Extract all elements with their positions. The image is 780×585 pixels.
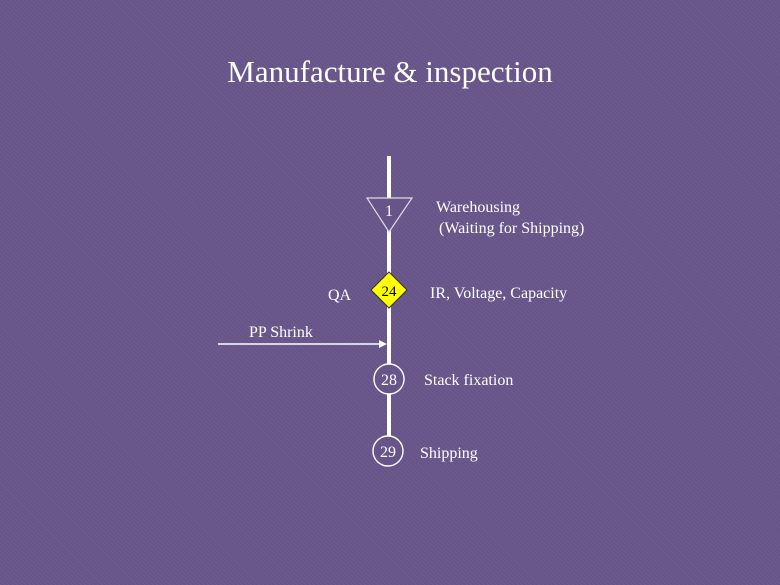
input-label: PP Shrink <box>249 324 313 341</box>
step-number: 1 <box>385 203 393 220</box>
step-label: Warehousing <box>436 199 520 216</box>
input-pp-shrink: PP Shrink <box>218 324 387 348</box>
operation-circle-icon <box>372 435 404 467</box>
step-shipping: 29 Shipping <box>372 435 478 467</box>
storage-triangle-icon <box>365 197 414 234</box>
step-warehousing: 1 Warehousing (Waiting for Shipping) <box>365 197 584 237</box>
step-stack-fixation: 28 Stack fixation <box>373 363 513 395</box>
step-number: 29 <box>380 444 396 461</box>
inspection-diamond-icon <box>370 271 408 309</box>
step-label: IR, Voltage, Capacity <box>430 285 567 302</box>
step-number: 28 <box>381 372 397 389</box>
step-number: 24 <box>382 284 398 300</box>
operation-circle-icon <box>373 363 405 395</box>
step-qa: QA 24 IR, Voltage, Capacity <box>328 271 567 309</box>
step-sublabel: (Waiting for Shipping) <box>439 220 584 237</box>
arrow-head-icon <box>379 340 387 348</box>
step-label: Stack fixation <box>424 372 513 389</box>
qa-side-label: QA <box>328 287 352 304</box>
step-label: Shipping <box>420 445 478 462</box>
page-title: Manufacture & inspection <box>227 54 553 89</box>
